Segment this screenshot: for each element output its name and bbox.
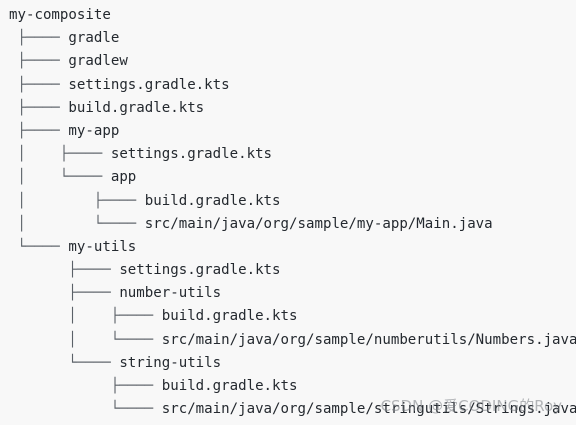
tree-connector: │ └────: [9, 215, 145, 232]
tree-connector: └────: [9, 401, 162, 418]
tree-row: │ └──── src/main/java/org/sample/numberu…: [9, 329, 576, 352]
tree-row: ├──── build.gradle.kts: [9, 375, 576, 398]
tree-entry-name: app: [110, 169, 137, 186]
tree-connector: └────: [9, 354, 120, 371]
tree-row: ├──── gradlew: [9, 50, 576, 73]
tree-connector: ├────: [9, 378, 162, 394]
tree-connector: ├────: [9, 285, 120, 302]
watermark: CSDN @爱CODING的Roy: [380, 396, 562, 415]
tree-row: │ ├──── settings.gradle.kts: [9, 143, 576, 166]
tree-entry-name: my-utils: [68, 238, 137, 255]
tree-connector: │ ├────: [9, 146, 111, 163]
tree-entry-name: settings.gradle.kts: [68, 76, 230, 93]
tree-entry-name: build.gradle.kts: [68, 99, 205, 116]
tree-connector: └────: [9, 238, 69, 255]
directory-tree: my-composite ├──── gradle ├──── gradlew …: [9, 4, 576, 421]
tree-entry-name: src/main/java/org/sample/my-app/Main.jav…: [144, 215, 493, 232]
tree-entry-name: build.gradle.kts: [161, 378, 298, 394]
tree-row: ├──── settings.gradle.kts: [9, 259, 576, 282]
tree-row: │ ├──── build.gradle.kts: [9, 305, 576, 328]
tree-entry-name: src/main/java/org/sample/numberutils/Num…: [161, 331, 576, 348]
tree-connector: ├────: [9, 122, 69, 139]
tree-connector: │ ├────: [9, 308, 162, 325]
tree-entry-name: gradlew: [68, 53, 128, 70]
tree-entry-name: gradle: [68, 30, 120, 47]
tree-connector: ├────: [9, 262, 120, 279]
tree-entry-name: build.gradle.kts: [161, 308, 298, 325]
tree-connector: ├────: [9, 76, 69, 93]
tree-entry-name: settings.gradle.kts: [119, 262, 281, 279]
tree-entry-name: settings.gradle.kts: [110, 146, 273, 163]
tree-row: ├──── gradle: [9, 27, 576, 50]
tree-connector: ├────: [9, 99, 69, 116]
tree-connector: ├────: [9, 30, 69, 47]
tree-row: │ └──── app: [9, 166, 576, 189]
tree-connector: ├────: [9, 53, 69, 70]
tree-rows: ├──── gradle ├──── gradlew ├──── setting…: [9, 27, 576, 421]
tree-row: ├──── build.gradle.kts: [9, 97, 576, 120]
tree-row: └──── my-utils: [9, 236, 576, 259]
tree-row: │ ├──── build.gradle.kts: [9, 190, 576, 213]
tree-row: └──── src/main/java/org/sample/stringuti…: [9, 398, 576, 421]
tree-entry-name: src/main/java/org/sample/stringutils/Str…: [161, 401, 576, 418]
tree-connector: │ ├────: [9, 192, 145, 209]
tree-entry-name: my-app: [68, 122, 120, 139]
tree-row: └──── string-utils: [9, 352, 576, 375]
tree-entry-name: string-utils: [119, 354, 222, 371]
tree-row: │ └──── src/main/java/org/sample/my-app/…: [9, 213, 576, 236]
tree-root: my-composite: [9, 7, 111, 23]
tree-entry-name: number-utils: [119, 285, 222, 302]
tree-row: ├──── number-utils: [9, 282, 576, 305]
tree-row: ├──── settings.gradle.kts: [9, 74, 576, 97]
tree-connector: │ └────: [9, 331, 162, 348]
tree-entry-name: build.gradle.kts: [144, 192, 281, 209]
tree-row: ├──── my-app: [9, 120, 576, 143]
tree-connector: │ └────: [9, 169, 111, 186]
